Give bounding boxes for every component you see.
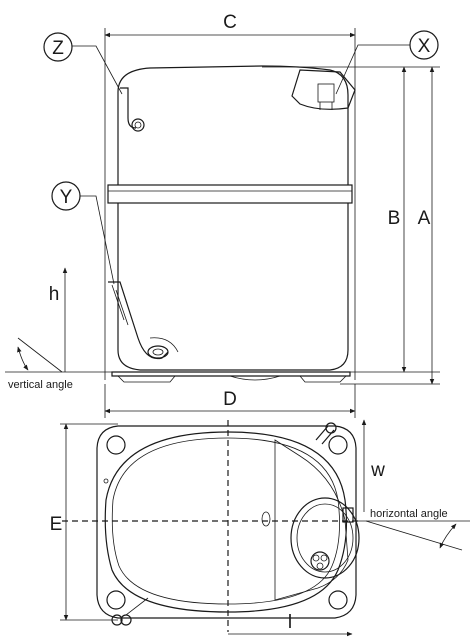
terminal-cover: [274, 439, 349, 601]
label-horizontal-angle: horizontal angle: [370, 508, 448, 520]
discharge-port: [147, 345, 169, 359]
label-y: Y: [60, 187, 73, 208]
terminal-connector: [317, 83, 335, 103]
callout-y-leader: [80, 195, 115, 285]
side-view: C D B A h vertical angle Z X Y: [5, 12, 440, 418]
label-d: D: [223, 389, 237, 410]
suction-port: [131, 118, 145, 132]
left-foot: [117, 375, 176, 383]
terminal-housing: [290, 497, 360, 579]
label-z: Z: [52, 38, 64, 59]
label-l: l: [288, 612, 292, 633]
label-b: B: [388, 208, 401, 229]
label-h: h: [49, 284, 60, 305]
vertical-angle-ray: [17, 337, 63, 373]
horizontal-angle-ray: [365, 520, 463, 551]
label-x: X: [418, 36, 431, 57]
mount-hole-bottom-right: [328, 590, 348, 610]
terminal-box: [291, 69, 356, 110]
compressor-shell-lower: [117, 203, 349, 371]
shell-weld-ring: [107, 184, 353, 204]
label-c: C: [223, 12, 237, 33]
small-port: [261, 511, 271, 527]
label-e: E: [50, 514, 63, 535]
callout-z-circle: [43, 32, 73, 62]
suction-tube: [120, 87, 137, 129]
stub-tube-top: [315, 425, 335, 445]
callout-x-leader: [335, 44, 410, 95]
stub-tube-right: [342, 507, 354, 523]
top-view: E w horizontal angle l: [50, 419, 470, 637]
horizontal-angle-arc: [439, 523, 457, 549]
base-plate-outline: [96, 425, 357, 619]
mount-hole-top-left: [106, 435, 126, 455]
base-plate: [111, 371, 351, 377]
terminal-pin-cluster: [310, 551, 330, 571]
mount-hole-top-right: [328, 435, 348, 455]
mount-hole-bottom-left: [106, 590, 126, 610]
label-w: w: [370, 460, 385, 481]
shell-top-outline: [104, 431, 348, 613]
base-center-curve: [229, 375, 281, 381]
callout-z-leader: [72, 45, 123, 95]
label-vertical-angle: vertical angle: [8, 379, 73, 391]
vertical-angle-arc: [17, 346, 29, 371]
right-foot: [299, 375, 347, 383]
compressor-shell-upper: [117, 65, 349, 185]
label-a: A: [418, 208, 431, 229]
